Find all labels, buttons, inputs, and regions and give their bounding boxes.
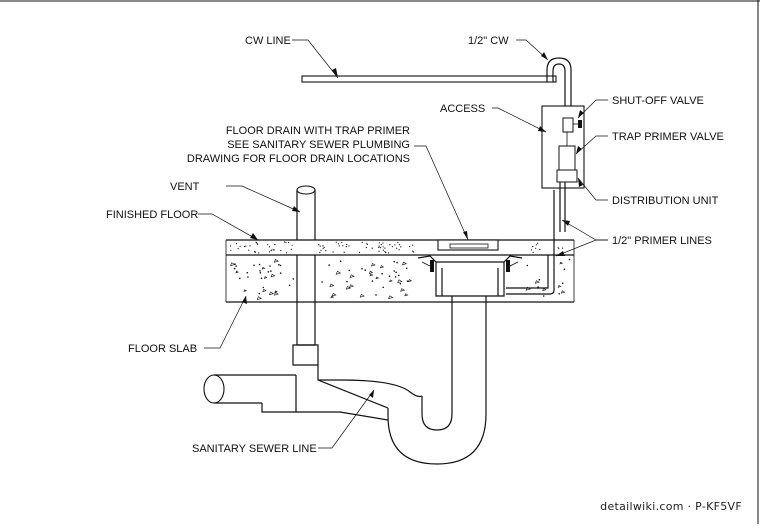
- label-shutoff-valve: SHUT-OFF VALVE: [612, 95, 704, 107]
- label-floor-slab: FLOOR SLAB: [128, 343, 197, 355]
- primer-line: [506, 240, 555, 295]
- watermark: detailwiki.com · P-KF5VF: [600, 500, 742, 513]
- label-access: ACCESS: [440, 103, 485, 115]
- label-floor-drain-line-2: SEE SANITARY SEWER PLUMBING: [227, 139, 410, 151]
- floor-slab: [225, 239, 575, 303]
- label-trap-primer-valve: TRAP PRIMER VALVE: [612, 131, 724, 143]
- distribution-unit: [553, 169, 578, 240]
- label-primer-lines: 1/2" PRIMER LINES: [612, 235, 712, 247]
- label-half-cw: 1/2" CW: [468, 35, 509, 47]
- label-finished-floor: FINISHED FLOOR: [106, 209, 198, 221]
- label-vent: VENT: [170, 181, 200, 193]
- label-floor-drain-line-3: DRAWING FOR FLOOR DRAIN LOCATIONS: [187, 153, 410, 165]
- p-trap: [387, 296, 487, 465]
- vent-pipe: [292, 185, 319, 366]
- leader-arrows: [242, 52, 584, 398]
- sanitary-sewer-pipe: [203, 365, 423, 421]
- cw-line-pipe: [301, 57, 572, 112]
- leader-lines: [198, 39, 608, 449]
- label-floor-drain-line-1: FLOOR DRAIN WITH TRAP PRIMER: [226, 125, 410, 137]
- finished-floor-topping: [229, 241, 564, 254]
- label-sanitary-sewer-line: SANITARY SEWER LINE: [192, 443, 317, 455]
- shutoff-valve: [562, 117, 582, 133]
- concrete-stipple: [230, 258, 571, 301]
- label-cw-line: CW LINE: [245, 35, 291, 47]
- label-distribution-unit: DISTRIBUTION UNIT: [612, 195, 719, 207]
